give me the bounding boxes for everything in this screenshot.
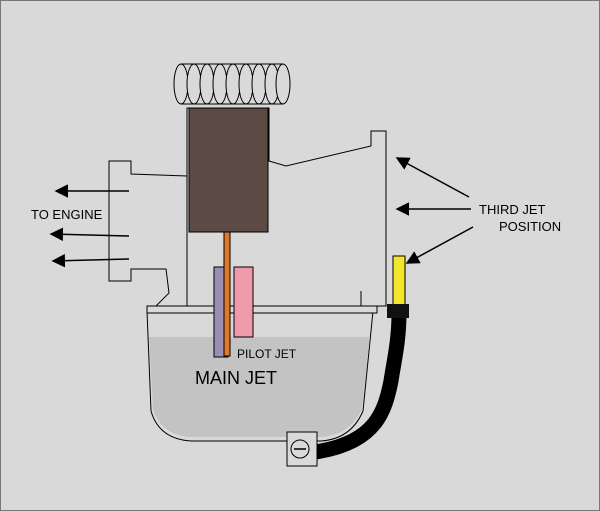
fuel-level [149, 337, 370, 437]
pilot-jet-label: PILOT JET [237, 347, 297, 361]
jet-needle [223, 231, 231, 357]
engine-arrow-2 [49, 227, 130, 242]
third-jet-arrow-3 [405, 226, 474, 264]
main-jet-label: MAIN JET [195, 368, 277, 388]
third-jet-label-line1: THIRD JET [479, 202, 546, 217]
hose-collar [387, 304, 409, 318]
drain-screw [286, 431, 318, 467]
air-filter [173, 63, 291, 105]
third-jet-label-line2: POSITION [499, 219, 561, 234]
bowl-rim [146, 305, 378, 314]
pilot-jet [233, 266, 254, 338]
third-jet-arrow-1 [395, 157, 470, 198]
fuel-hose [309, 312, 407, 461]
engine-arrow-3 [51, 253, 130, 268]
to-engine-label: TO ENGINE [31, 207, 103, 222]
throttle-slide [188, 107, 269, 233]
third-jet [392, 255, 406, 309]
